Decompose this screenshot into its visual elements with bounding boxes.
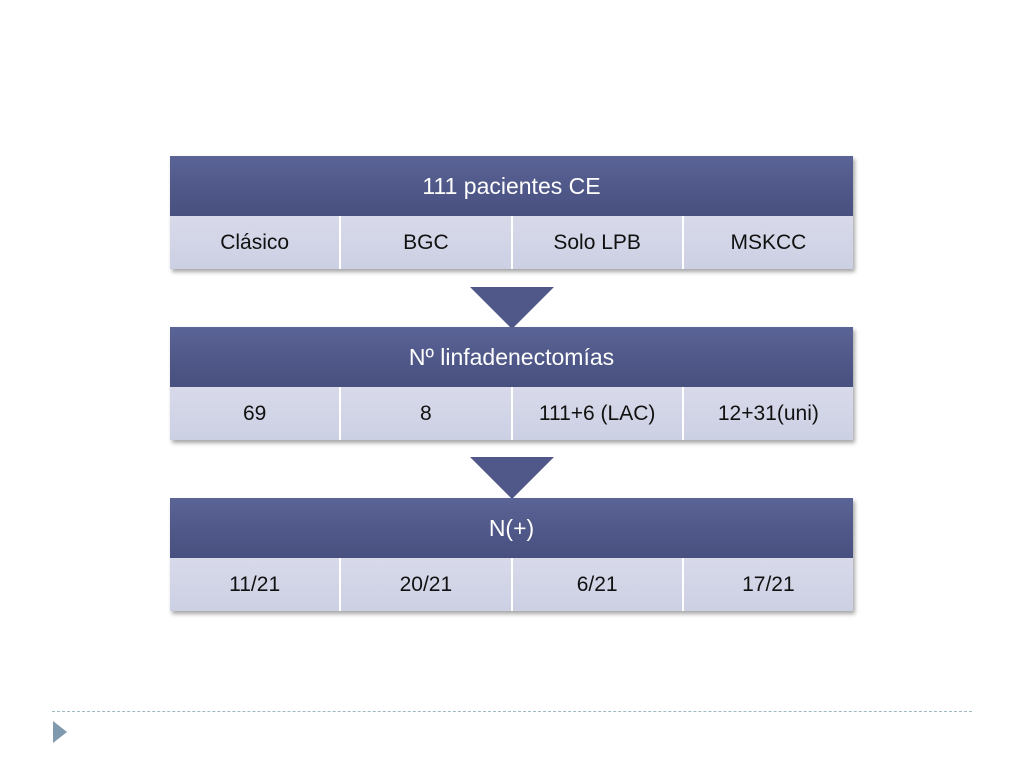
step-row: 69 8 111+6 (LAC) 12+31(uni) bbox=[170, 387, 853, 440]
step-cell: 111+6 (LAC) bbox=[512, 387, 684, 440]
step-header: N(+) bbox=[170, 498, 853, 558]
down-arrow-icon bbox=[470, 287, 554, 329]
step-header: 111 pacientes CE bbox=[170, 156, 853, 216]
play-triangle-icon bbox=[53, 721, 67, 743]
step-cell: 69 bbox=[170, 387, 342, 440]
step-cell: 11/21 bbox=[170, 558, 342, 611]
step-header: Nº linfadenectomías bbox=[170, 327, 853, 387]
step-row: Clásico BGC Solo LPB MSKCC bbox=[170, 216, 853, 269]
step-block-patients: 111 pacientes CE Clásico BGC Solo LPB MS… bbox=[170, 156, 853, 269]
step-cell: Solo LPB bbox=[512, 216, 684, 269]
step-cell: 20/21 bbox=[341, 558, 513, 611]
step-cell: 12+31(uni) bbox=[683, 387, 853, 440]
step-block-lymphadenectomies: Nº linfadenectomías 69 8 111+6 (LAC) 12+… bbox=[170, 327, 853, 440]
footer-divider bbox=[52, 711, 972, 712]
step-cell: 6/21 bbox=[512, 558, 684, 611]
step-cell: MSKCC bbox=[683, 216, 853, 269]
step-cell: Clásico bbox=[170, 216, 342, 269]
step-row: 11/21 20/21 6/21 17/21 bbox=[170, 558, 853, 611]
step-cell: BGC bbox=[341, 216, 513, 269]
down-arrow-icon bbox=[470, 457, 554, 499]
step-cell: 8 bbox=[341, 387, 513, 440]
step-block-n-positive: N(+) 11/21 20/21 6/21 17/21 bbox=[170, 498, 853, 611]
step-cell: 17/21 bbox=[683, 558, 853, 611]
